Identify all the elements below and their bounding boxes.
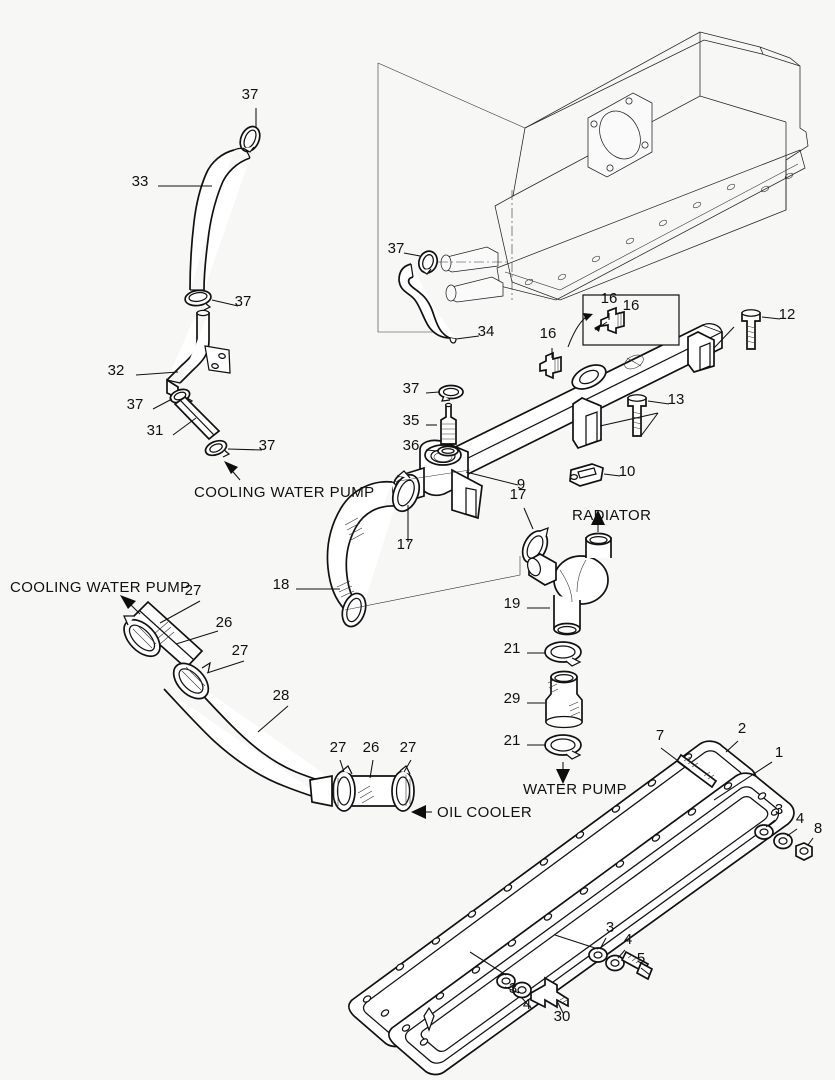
callout-number-spring-washer: 3 [606,919,614,936]
callout-number-hose-clamp: 37 [259,437,276,454]
clamp-27-b [172,661,211,700]
callout-number-o-ring: 36 [403,437,420,454]
clamp-37-mid [184,289,212,311]
callout-number-gasket: 2 [738,720,746,737]
clamp-37-fitting [438,384,464,402]
callout-number-water-temperature-sensor: 16 [540,325,557,342]
annotation-cooling-water-pump: COOLING WATER PUMP [10,579,191,596]
callout-number-water-temperature-sensor-detail: 16 [601,290,618,307]
callout-number-spring-washer: 3 [775,801,783,818]
clamp-37-bottom [204,439,231,458]
sensor-16-small [539,351,562,380]
clamp-37-hose34 [417,250,439,275]
arrow-cooling-water-pump-2 [120,595,141,615]
washer-3-left [496,973,516,989]
leader-lines [135,108,814,1014]
thermostat-housing-19 [526,532,612,636]
callout-number-side-cover: 1 [775,744,783,761]
washer-4-right [773,832,793,850]
callout-number-bolt: 12 [779,306,796,323]
drain-plug-30 [530,976,569,1009]
arrow-radiator [591,510,605,532]
callout-number-hose-clamp: 37 [403,380,420,397]
clamp-37-top [239,125,261,153]
hose-34-assembly [398,250,457,344]
callout-number-hose-clamp: 27 [185,582,202,599]
upper-left-hose-assembly [166,125,261,458]
callout-number-hose-clamp: 37 [388,240,405,257]
bolt-12 [741,309,761,350]
callout-number-drain-plug: 30 [554,1008,571,1025]
annotation-text-layer: COOLING WATER PUMP COOLING WATER PUMP OIL … [10,484,651,821]
nipple-35 [440,402,457,445]
callout-number-plain-washer: 4 [624,931,632,948]
washer-3-right [754,824,774,840]
stud-bolt-7 [675,753,718,789]
callout-number-hose-clamp: 21 [504,640,521,657]
callout-number-thermostat-housing: 19 [504,595,521,612]
fitting-stack-35-36-37 [437,384,464,457]
callout-number-bolt: 5 [637,950,645,967]
callout-number-water-hose: 33 [132,173,149,190]
callout-number-hose-clamp: 37 [127,396,144,413]
annotation-cooling-water-pump: COOLING WATER PUMP [194,484,375,501]
callout-number-hose-clamp: 37 [242,86,259,103]
callout-number-plain-washer: 4 [523,996,531,1013]
hose-29 [545,670,583,729]
callout-number-stud-bolt: 7 [656,727,664,744]
clip-bracket-10 [569,463,604,487]
washer-4-mid [605,954,625,972]
callout-number-rubber-hose: 31 [147,422,164,439]
annotation-arrows [120,461,605,819]
callout-number-hose-clamp: 27 [232,642,249,659]
inset-callout-number: 16 [623,297,640,314]
annotation-radiator: RADIATOR [572,507,651,524]
cylinder-head-housing [377,31,809,333]
callout-number-hose-clamp: 21 [504,732,521,749]
callout-number-hose-clamp: 17 [510,486,527,503]
clamp-27-c [332,765,356,812]
callout-number-water-manifold: 9 [517,476,525,493]
sensor-16-assembly [539,294,680,380]
callout-number-spring-washer: 3 [509,980,517,997]
callout-number-hose-clamp: 27 [330,739,347,756]
callout-number-water-pipe-bracket: 32 [108,362,125,379]
annotation-water-pump: WATER PUMP [523,781,627,798]
side-cover-assembly [348,740,795,1076]
arrow-water-pump [556,762,570,784]
callout-number-rubber-hose: 26 [363,739,380,756]
oring-36 [437,445,459,457]
nut-8 [795,842,813,861]
clamp-21-upper [544,641,582,667]
annotation-oil-cooler: OIL COOLER [437,804,532,821]
clamp-27-a [123,615,161,658]
callout-number-hose-clamp: 27 [400,739,417,756]
callout-number-layer: 3733373237313737341616123713353610917171… [108,86,823,1025]
clamp-21-lower [544,734,582,760]
callout-number-water-hose: 18 [273,576,290,593]
callout-number-plain-washer: 4 [796,810,804,827]
callout-number-nut: 8 [814,820,822,837]
water-pipe-28-assembly [123,600,415,812]
callout-number-clip-bracket: 10 [619,463,636,480]
washer-3-mid [588,947,608,963]
callout-number-rubber-hose: 26 [216,614,233,631]
callout-number-water-hose: 34 [478,323,495,340]
arrow-oil-cooler [411,805,432,819]
sensor-16-detail [594,306,625,335]
callout-number-bolt: 13 [668,391,685,408]
callout-number-water-pipe: 28 [273,687,290,704]
clamp-17-left [391,470,421,513]
callout-number-threaded-nipple: 35 [403,412,420,429]
callout-number-rubber-hose: 29 [504,690,521,707]
callout-number-hose-clamp: 17 [397,536,414,553]
inset-label-layer: 16 [623,297,640,314]
callout-number-hose-clamp: 37 [235,293,252,310]
arrow-cooling-water-pump-1 [224,461,241,481]
clamp-27-d [391,765,415,812]
